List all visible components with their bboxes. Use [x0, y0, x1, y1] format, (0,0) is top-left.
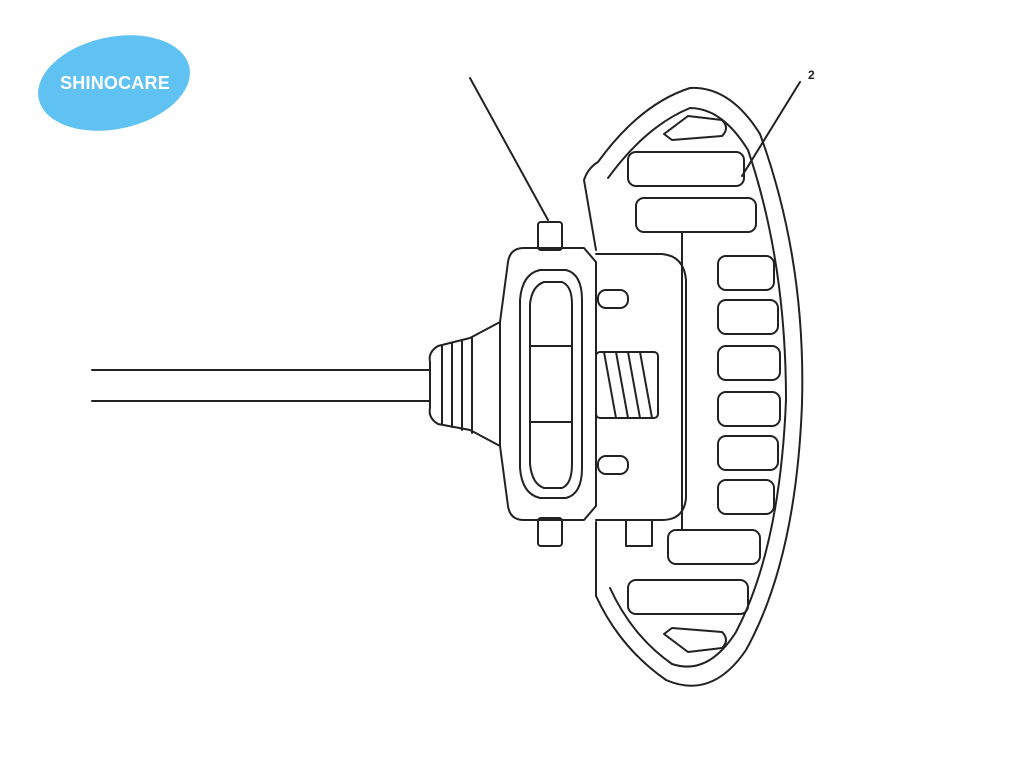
tube	[91, 369, 431, 402]
leader-line-1	[469, 77, 549, 221]
t-handle	[499, 221, 597, 547]
housing-plate	[595, 253, 687, 547]
shinocare-logo: SHINOCARE	[36, 34, 194, 132]
leader-line-2	[741, 81, 801, 177]
spring	[595, 351, 659, 419]
logo-ellipse	[38, 35, 190, 131]
outer-pad	[583, 86, 804, 687]
callout-label: 2	[808, 68, 815, 82]
connector-nozzle	[428, 321, 501, 447]
pad-ribs	[627, 115, 781, 653]
logo-text: SHINOCARE	[60, 72, 170, 93]
